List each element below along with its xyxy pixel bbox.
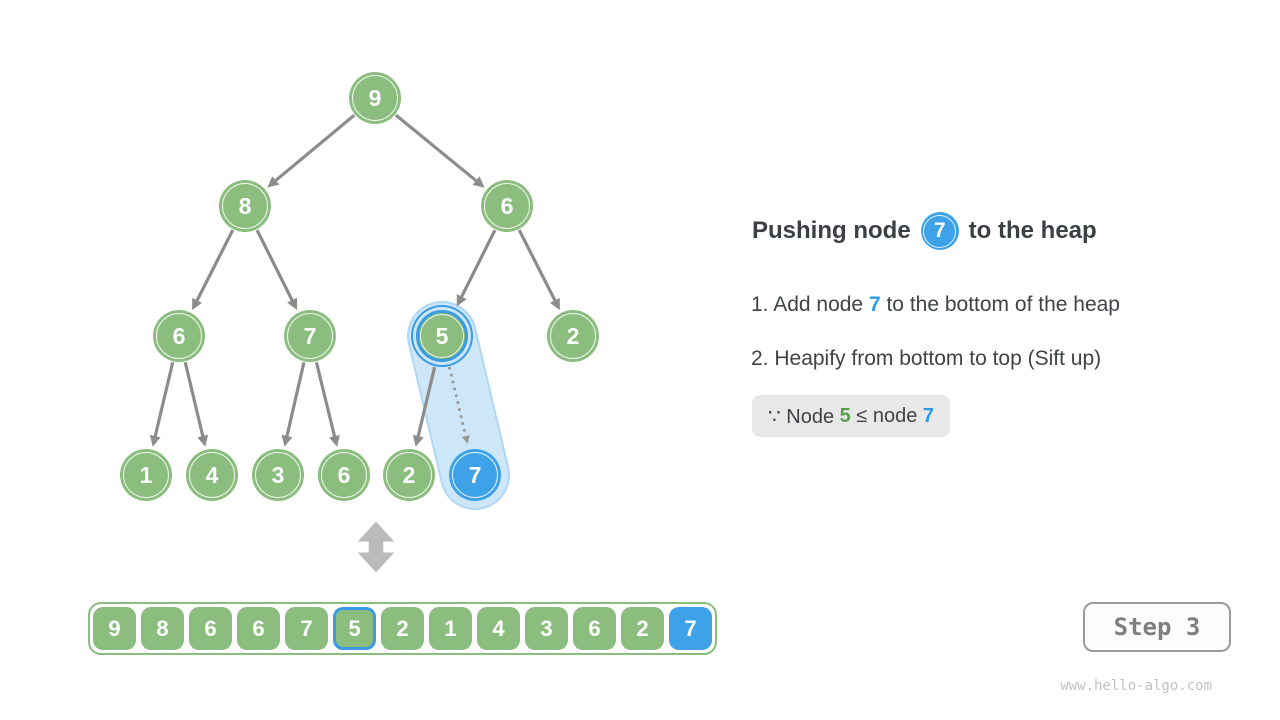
note-node-7-ref: 7 — [922, 404, 935, 427]
note-mid: ≤ node — [850, 404, 923, 427]
array-cell: 2 — [621, 607, 664, 650]
array-cell: 6 — [573, 607, 616, 650]
tree-node: 8 — [219, 180, 271, 232]
array-cell: 7 — [285, 607, 328, 650]
array-cell: 9 — [93, 607, 136, 650]
note-prefix: ∵ Node — [768, 405, 840, 428]
tree-node: 6 — [153, 310, 205, 362]
instruction-step-1: 1. Add node 7 to the bottom of the heap — [751, 293, 1120, 317]
title-suffix: to the heap — [968, 217, 1097, 244]
tree-node: 7 — [449, 449, 501, 501]
array-cell: 2 — [381, 607, 424, 650]
array-cell: 3 — [525, 607, 568, 650]
array-cell: 6 — [237, 607, 280, 650]
array-cell: 5 — [333, 607, 376, 650]
reason-note: ∵ Node 5 ≤ node 7 — [752, 395, 951, 437]
note-node-5-ref: 5 — [839, 404, 851, 427]
step-badge: Step 3 — [1083, 602, 1231, 652]
tree-node: 2 — [547, 310, 599, 362]
tree-node: 1 — [120, 449, 172, 501]
step-1-node-ref: 7 — [868, 293, 881, 316]
tree-node: 3 — [252, 449, 304, 501]
tree-node: 7 — [284, 310, 336, 362]
tree-node: 9 — [349, 72, 401, 124]
instruction-step-2: 2. Heapify from bottom to top (Sift up) — [751, 347, 1101, 371]
array-cell: 1 — [429, 607, 472, 650]
array-cell: 8 — [141, 607, 184, 650]
tree-node: 5 — [416, 310, 468, 362]
watermark: www.hello-algo.com — [1060, 678, 1212, 694]
panel-title: Pushing node 7 to the heap — [752, 212, 1097, 250]
step-1-suffix: to the bottom of the heap — [880, 293, 1120, 316]
pushed-node-badge: 7 — [920, 212, 959, 250]
tree-node: 6 — [481, 180, 533, 232]
swap-arrow-icon — [357, 521, 395, 573]
tree-node: 6 — [318, 449, 370, 501]
tree-node: 4 — [186, 449, 238, 501]
array-cell: 4 — [477, 607, 520, 650]
step-1-prefix: 1. Add node — [751, 293, 869, 316]
tree-node: 2 — [383, 449, 435, 501]
step-2-prefix: 2. Heapify from bottom to top (Sift up) — [751, 347, 1102, 370]
title-prefix: Pushing node — [752, 217, 911, 244]
array-cell: 6 — [189, 607, 232, 650]
array-cell: 7 — [669, 607, 712, 650]
